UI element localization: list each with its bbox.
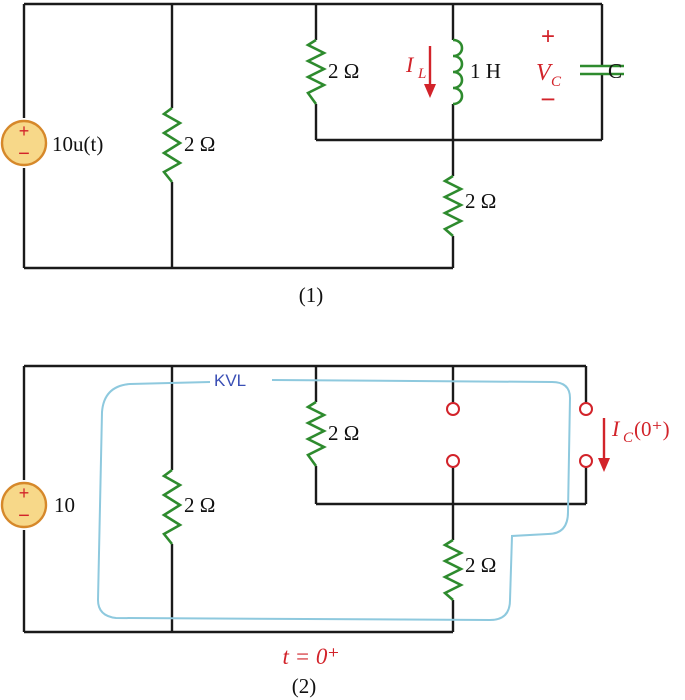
c1-caption: (1) — [299, 283, 324, 307]
c1-capacitor-label: C — [608, 59, 622, 83]
c2-capacitor-terminal-top — [579, 402, 593, 416]
c2-caption: (2) — [292, 674, 317, 698]
c2-time-label: t = 0⁺ — [282, 644, 339, 669]
c1-left-resistor — [161, 106, 183, 183]
c2-bottom-resistor — [442, 538, 464, 601]
c1-source-minus: − — [18, 143, 30, 165]
c1-capacitor-voltage: + V C − — [536, 23, 562, 114]
c1-vc-plus: + — [541, 23, 555, 50]
c2-source-plus: + — [19, 483, 30, 503]
c1-inductor-label: 1 H — [470, 59, 501, 83]
c2-ic-symbol: I — [611, 416, 621, 441]
c2-kvl-label: KVL — [214, 371, 246, 390]
c2-top-resistor-label: 2 Ω — [328, 421, 359, 445]
c1-bottom-resistor-label: 2 Ω — [465, 189, 496, 213]
c1-inductor — [452, 38, 464, 106]
c2-inductor-terminal-bottom — [446, 454, 460, 468]
c1-inductor-current: I L — [405, 46, 436, 98]
c1-il-symbol: I — [405, 52, 415, 77]
c1-bottom-resistor — [442, 174, 464, 237]
circuit-1: + − 10u(t) 2 Ω 2 Ω 1 H I L C + V C — [0, 2, 624, 307]
c2-capacitor-terminal-bottom — [579, 454, 593, 468]
c1-vc-subscript: C — [551, 74, 562, 90]
c2-left-resistor — [161, 468, 183, 545]
c1-left-resistor-label: 2 Ω — [184, 132, 215, 156]
c1-source-label: 10u(t) — [52, 132, 103, 156]
c2-capacitor-current: I C (0⁺) — [598, 416, 670, 472]
c1-vc-minus: − — [540, 84, 555, 114]
c2-ic-argument: (0⁺) — [634, 417, 670, 441]
c1-capacitor — [580, 64, 624, 76]
c1-vc-symbol: V — [536, 60, 553, 86]
c1-source-plus: + — [19, 121, 30, 141]
c2-kvl-loop — [96, 379, 572, 622]
c1-il-subscript: L — [417, 66, 426, 82]
c2-voltage-source: + − — [0, 481, 48, 529]
c2-top-resistor — [305, 400, 327, 467]
c1-top-resistor — [305, 38, 327, 105]
c2-inductor-terminal-top — [446, 402, 460, 416]
c2-ic-subscript: C — [623, 430, 634, 446]
c1-voltage-source: + − — [0, 119, 48, 167]
c1-top-resistor-label: 2 Ω — [328, 59, 359, 83]
circuit-2: KVL + − 10 2 Ω 2 Ω 2 Ω I C (0⁺) t = 0⁺ (… — [0, 364, 670, 698]
c2-source-minus: − — [18, 505, 30, 527]
c2-left-resistor-label: 2 Ω — [184, 493, 215, 517]
c2-source-label: 10 — [54, 493, 75, 517]
c2-bottom-resistor-label: 2 Ω — [465, 553, 496, 577]
